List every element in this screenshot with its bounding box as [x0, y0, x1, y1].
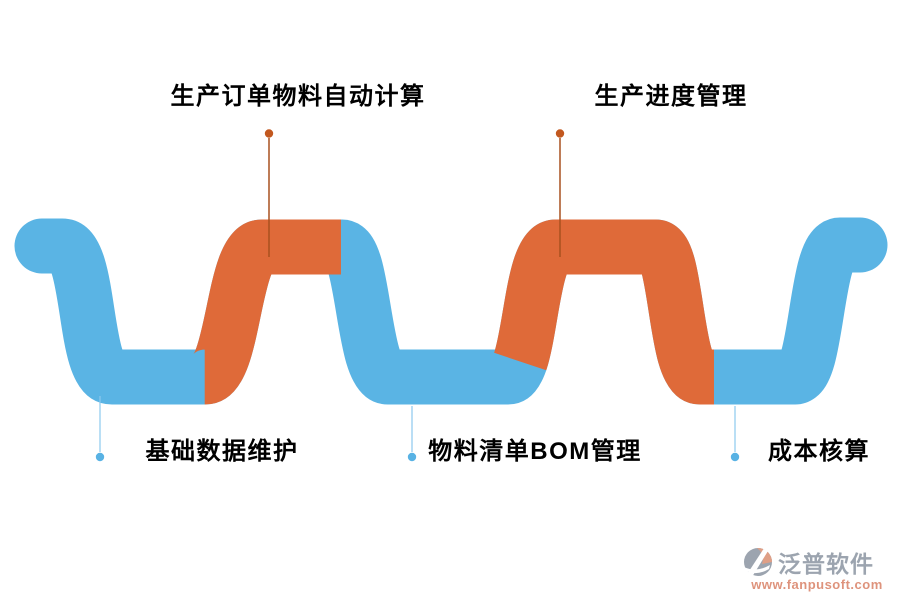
connector-bottom-2: [407, 406, 417, 462]
connector-dot: [264, 129, 274, 138]
watermark-brand-row: 泛普软件: [742, 545, 892, 579]
connector-dot: [730, 452, 740, 462]
wave-ribbon-blue: [14, 217, 888, 405]
connector-top-2: [555, 129, 565, 257]
label-production-order-material-auto-calc: 生产订单物料自动计算: [170, 83, 426, 110]
connector-dot: [95, 452, 105, 462]
connector-top-1: [264, 129, 274, 257]
watermark-url: www.fanpusoft.com: [751, 577, 883, 592]
label-bom-management: 物料清单BOM管理: [428, 438, 642, 465]
connector-dot: [407, 452, 417, 462]
label-basic-data-maintenance: 基础数据维护: [145, 438, 299, 465]
label-cost-accounting: 成本核算: [768, 438, 870, 465]
connector-bottom-3: [730, 406, 740, 462]
label-production-progress-management: 生产进度管理: [594, 83, 748, 110]
connector-dot: [555, 129, 565, 138]
watermark: 泛普软件 www.fanpusoft.com: [742, 545, 892, 592]
fanpu-logo-icon: [744, 548, 772, 577]
watermark-brand: 泛普软件: [778, 551, 874, 577]
connector-bottom-1: [95, 396, 105, 462]
